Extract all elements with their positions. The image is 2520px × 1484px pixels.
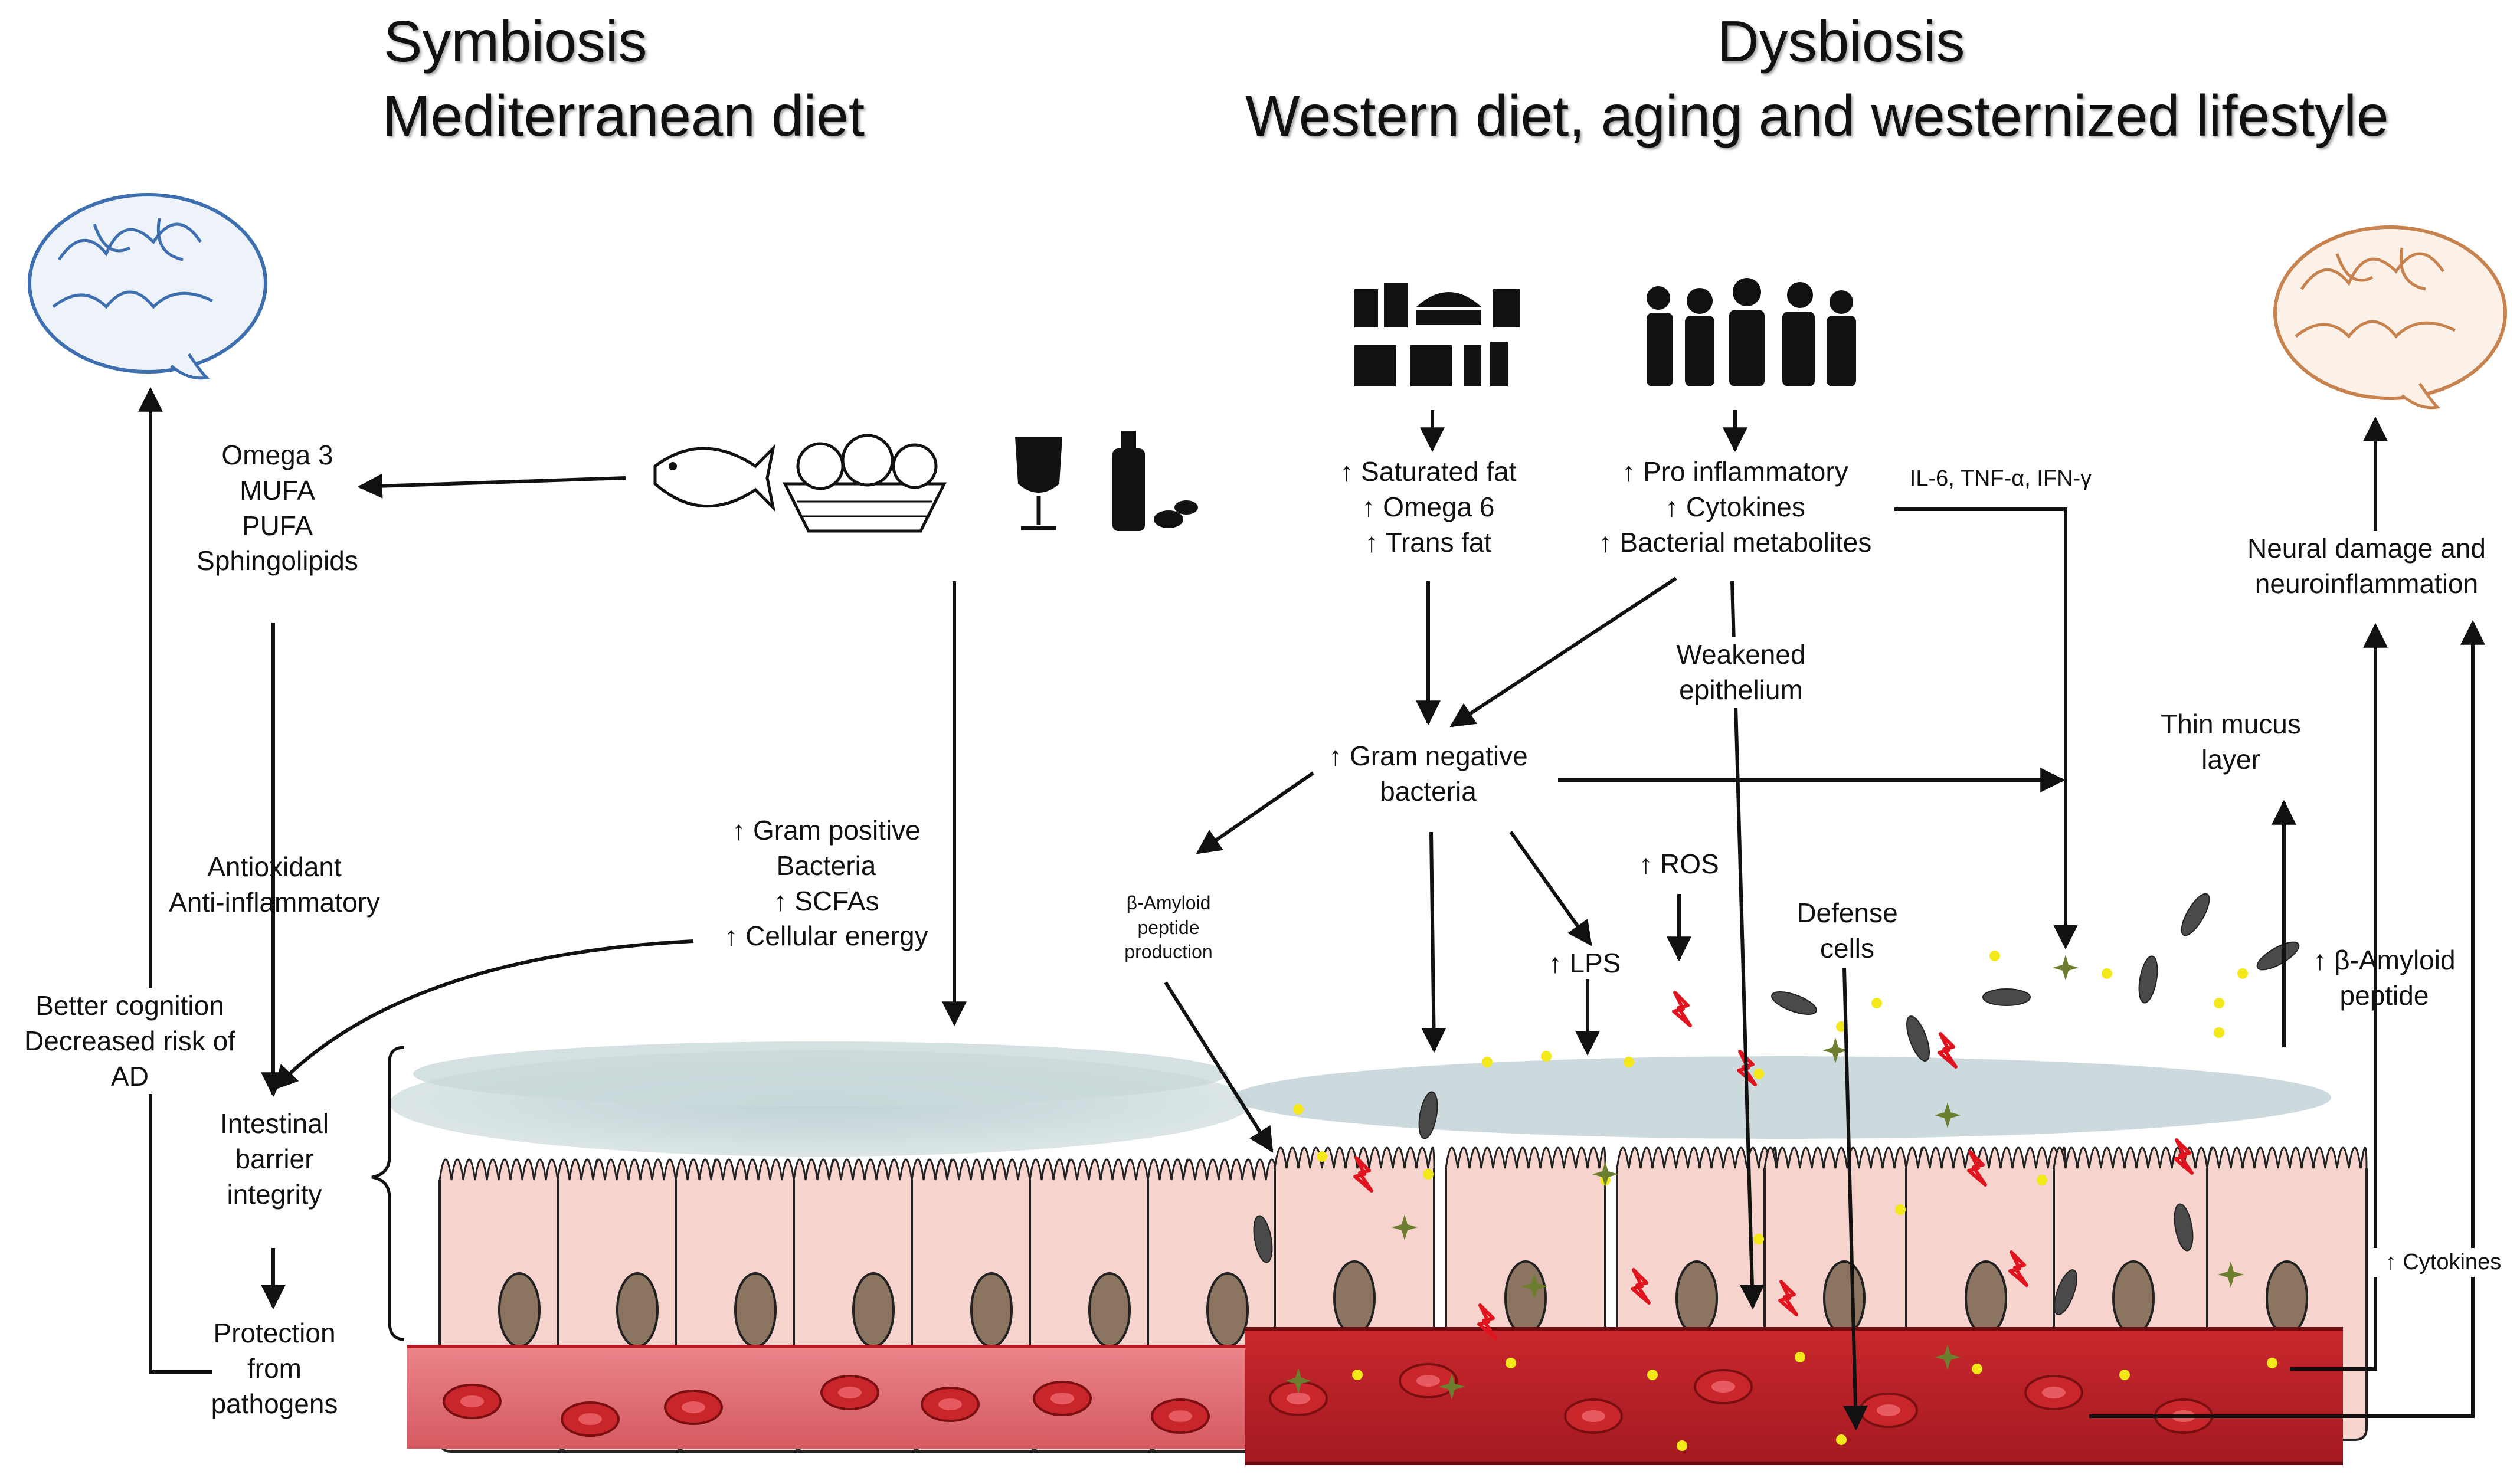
amyloid-production-line: peptide <box>1137 916 1200 938</box>
lps-label: ↑ LPS <box>1529 946 1641 981</box>
wine-glass-icon <box>1015 437 1062 530</box>
weakened-line: epithelium <box>1679 674 1803 705</box>
amyloid-peptide-label: ↑ β-Amyloid peptide <box>2290 943 2479 1014</box>
amyloid-production-line: β-Amyloid <box>1126 892 1211 913</box>
dysbiosis-title-line1: Dysbiosis <box>1717 9 1965 74</box>
gram-negative-line: bacteria <box>1380 775 1477 807</box>
gram-positive-item: ↑ Cellular energy <box>724 920 928 952</box>
barrier-label: Intestinal barrier integrity <box>195 1106 354 1212</box>
amyloid-production-label: β-Amyloid peptide production <box>1098 891 1239 965</box>
lps-text: ↑ LPS <box>1548 948 1621 978</box>
effect-item: Antioxidant <box>207 851 342 882</box>
dysbiosis-title: Dysbiosis <box>1717 4 1965 80</box>
amyloid-peptide-line: ↑ β-Amyloid <box>2313 945 2456 975</box>
lipid-item: Omega 3 <box>221 440 333 470</box>
ros-label: ↑ ROS <box>1623 847 1735 882</box>
gram-negative-line: ↑ Gram negative <box>1328 741 1528 771</box>
inflammation-item: ↑ Bacterial metabolites <box>1598 526 1872 558</box>
fat-item: ↑ Omega 6 <box>1362 491 1495 522</box>
thin-mucus-label: Thin mucus layer <box>2142 707 2319 778</box>
cognition-line: Decreased risk of <box>24 1025 235 1056</box>
olive-oil-icon <box>1112 431 1198 531</box>
arrows <box>138 386 2485 1431</box>
inflammation-item: ↑ Pro inflammatory <box>1622 456 1848 487</box>
cognition-line: AD <box>111 1060 149 1092</box>
barrier-line: integrity <box>227 1178 322 1210</box>
damaged-epithelium <box>1233 889 2368 1465</box>
barrier-line: Intestinal <box>220 1108 329 1139</box>
cytokine-list-text: IL-6, TNF-α, IFN-γ <box>1909 466 2092 491</box>
people-silhouette-icon <box>1647 278 1856 386</box>
weakened-epithelium-label: Weakened epithelium <box>1641 637 1841 708</box>
gram-positive-item: ↑ Gram positive <box>732 815 921 846</box>
fish-icon <box>653 444 776 512</box>
lipid-item: Sphingolipids <box>197 545 358 576</box>
thin-mucus-line: Thin mucus <box>2161 709 2301 739</box>
antioxidant-label: Antioxidant Anti-inflammatory <box>148 850 401 920</box>
defense-line: Defense <box>1796 897 1898 928</box>
cytokines-small-text: ↑ Cytokines <box>2385 1250 2502 1275</box>
weakened-line: Weakened <box>1676 639 1806 670</box>
lipid-item: PUFA <box>241 510 313 541</box>
fat-list: ↑ Saturated fat ↑ Omega 6 ↑ Trans fat <box>1310 454 1546 560</box>
symbiosis-title: Symbiosis <box>384 4 647 80</box>
fruit-basket-icon <box>782 434 947 533</box>
dysbiosis-title-line2: Western diet, aging and westernized life… <box>1245 83 2389 148</box>
cognition-line: Better cognition <box>35 990 224 1021</box>
brain-icon <box>2273 225 2507 410</box>
protection-label: Protection from pathogens <box>195 1316 354 1421</box>
blood-vessel-inflamed <box>1245 1328 2343 1463</box>
symbiosis-title-line1: Symbiosis <box>384 9 647 74</box>
gram-positive-label: ↑ Gram positive Bacteria ↑ SCFAs ↑ Cellu… <box>702 813 950 954</box>
defense-cells-label: Defense cells <box>1776 896 1918 967</box>
neural-damage-label: Neural damage and neuroinflammation <box>2219 531 2514 602</box>
brain-icon <box>28 193 267 380</box>
lipid-item: MUFA <box>240 474 315 506</box>
gram-negative-label: ↑ Gram negative bacteria <box>1310 739 1546 810</box>
amyloid-production-line: production <box>1124 941 1213 963</box>
fat-item: ↑ Trans fat <box>1364 526 1492 558</box>
cytokine-list: IL-6, TNF-α, IFN-γ <box>1891 464 2110 493</box>
protection-line: from <box>247 1352 302 1384</box>
amyloid-peptide-line: peptide <box>2339 979 2429 1011</box>
lipid-list: Omega 3 MUFA PUFA Sphingolipids <box>177 438 378 579</box>
cognition-label: Better cognition Decreased risk of AD <box>0 988 260 1095</box>
thin-mucus-line: layer <box>2201 743 2260 775</box>
protection-line: Protection <box>213 1318 336 1348</box>
dysbiosis-subtitle: Western diet, aging and westernized life… <box>1245 78 2388 154</box>
gram-positive-item: ↑ SCFAs <box>773 885 879 916</box>
barrier-line: barrier <box>235 1143 314 1174</box>
fast-food-icon <box>1354 283 1520 386</box>
inflammation-list: ↑ Pro inflammatory ↑ Cytokines ↑ Bacteri… <box>1576 454 1894 560</box>
inflammation-item: ↑ Cytokines <box>1665 491 1805 522</box>
cytokines-small-label: ↑ Cytokines <box>2370 1248 2517 1277</box>
healthy-epithelium <box>390 1041 1308 1453</box>
ros-text: ↑ ROS <box>1639 849 1719 879</box>
symbiosis-subtitle: Mediterranean diet <box>382 78 865 154</box>
neural-line: Neural damage and <box>2247 533 2486 564</box>
neural-line: neuroinflammation <box>2254 568 2479 599</box>
gram-positive-item: Bacteria <box>776 850 876 881</box>
protection-line: pathogens <box>211 1388 338 1419</box>
barrier-brace <box>371 1046 405 1341</box>
fat-item: ↑ Saturated fat <box>1340 456 1517 487</box>
symbiosis-title-line2: Mediterranean diet <box>382 83 865 148</box>
defense-line: cells <box>1819 932 1875 964</box>
effect-item: Anti-inflammatory <box>169 886 380 918</box>
